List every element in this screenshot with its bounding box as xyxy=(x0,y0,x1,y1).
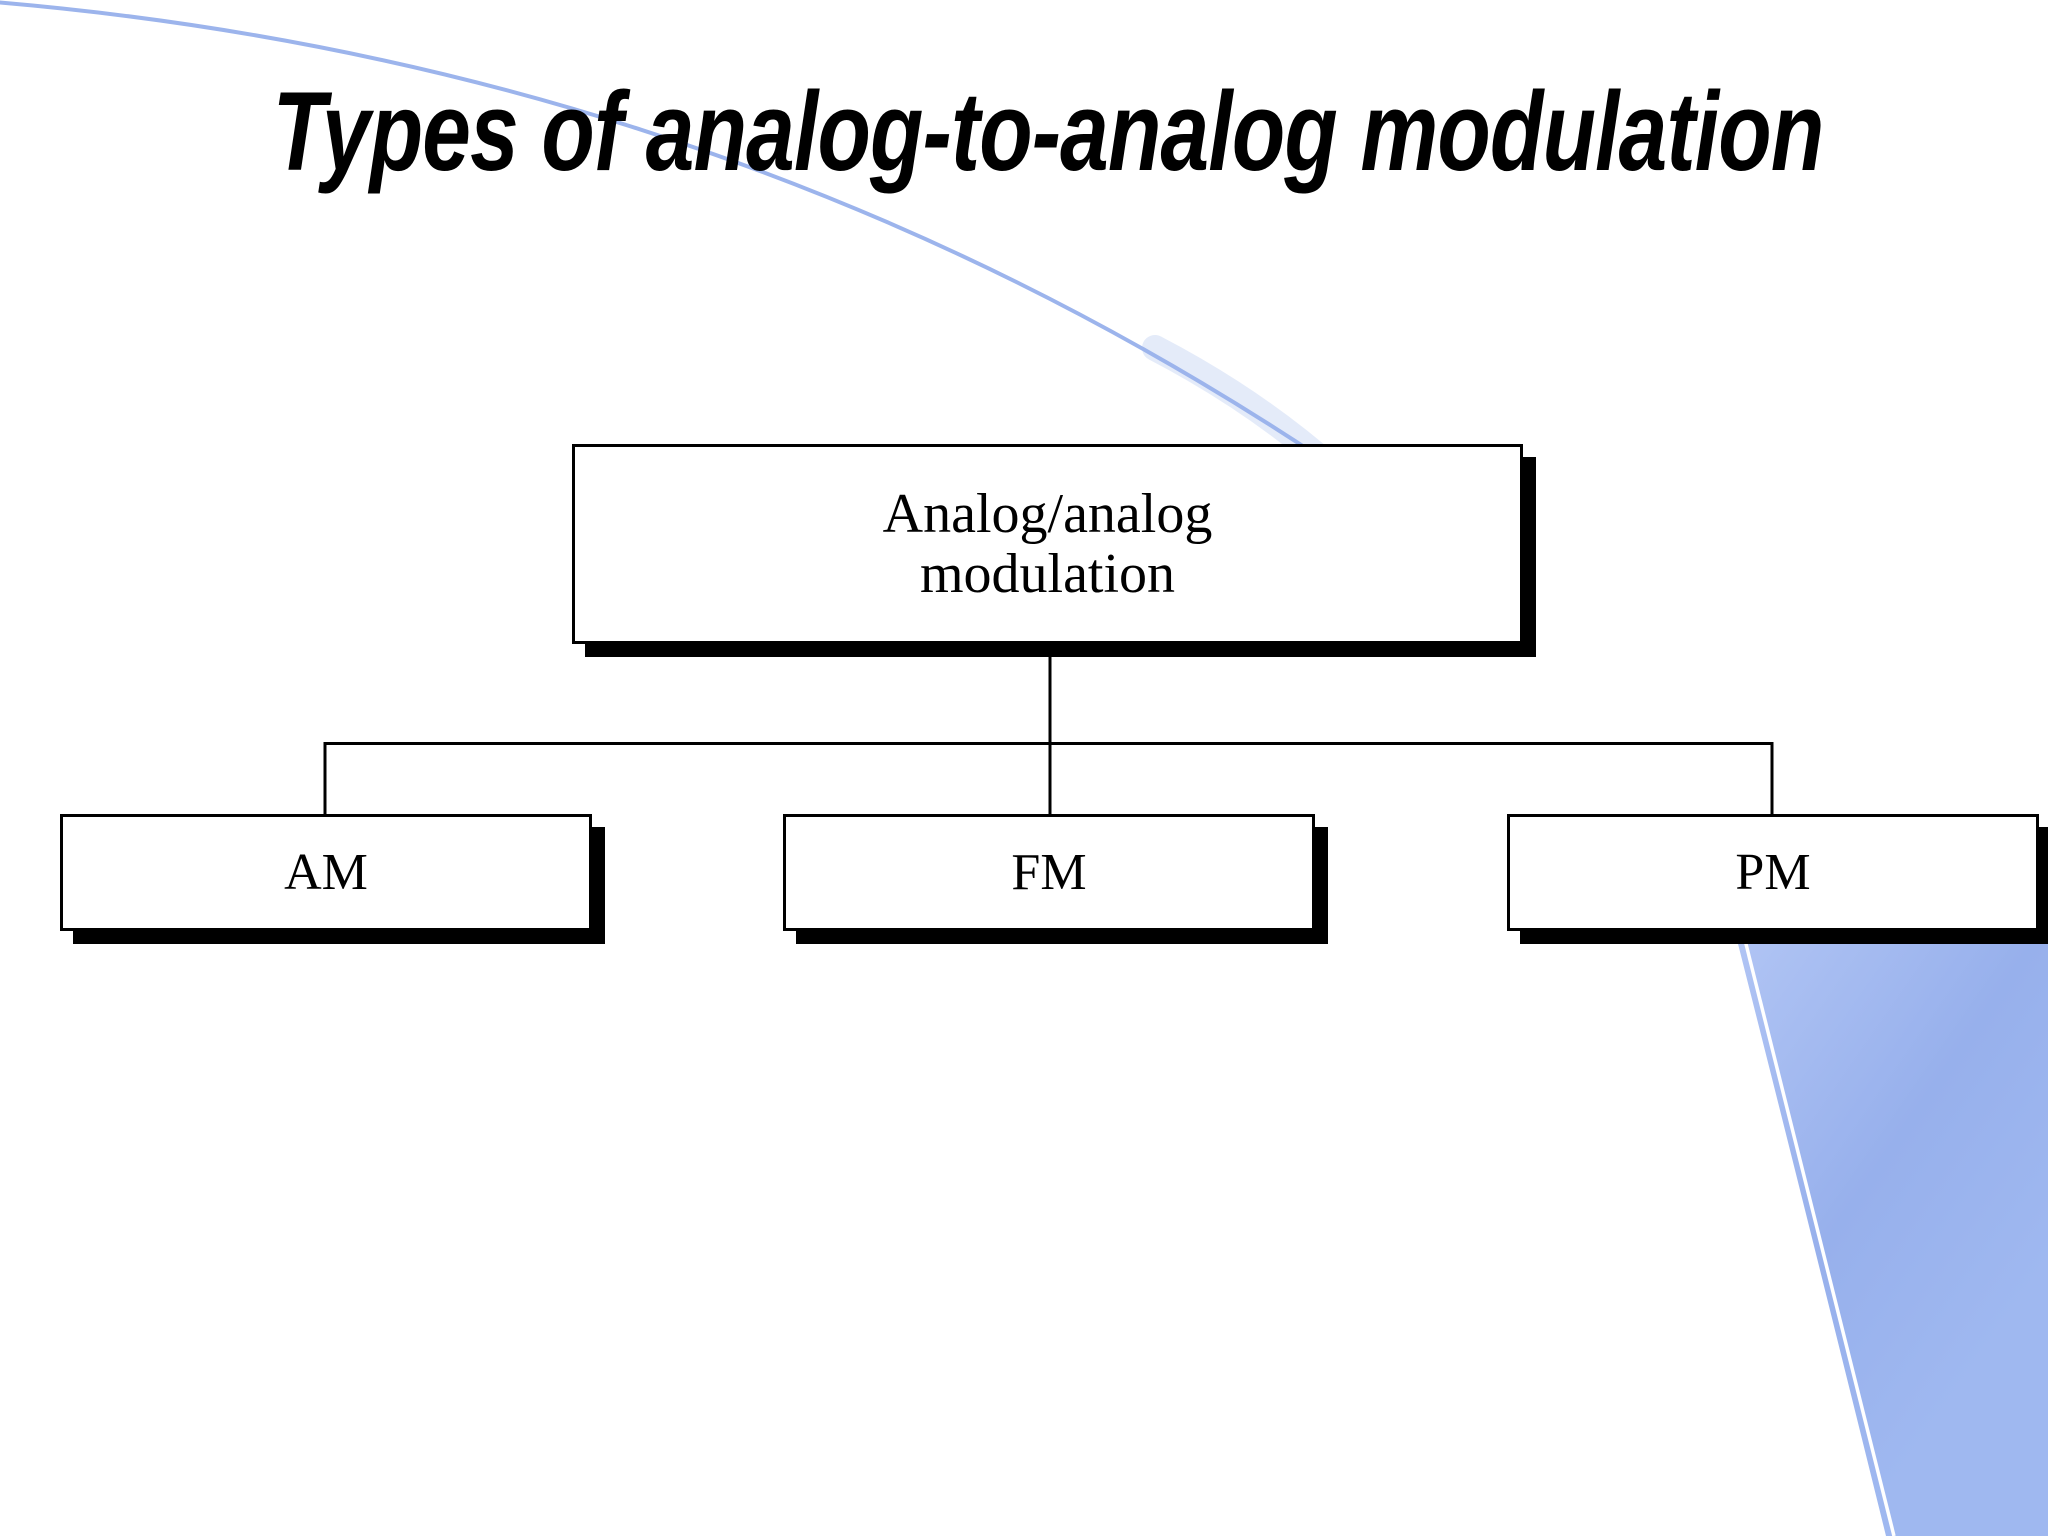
node-pm: PM xyxy=(1507,814,2039,931)
node-am: AM xyxy=(60,814,592,931)
top-arc-line xyxy=(0,0,1326,462)
node-fm-label: FM xyxy=(1011,843,1087,901)
connector-branch-lines xyxy=(323,742,1774,820)
swoosh-inner-white-line xyxy=(1742,935,1896,1536)
node-am-label: AM xyxy=(284,843,368,901)
node-analog-analog-modulation: Analog/analog modulation xyxy=(572,444,1523,644)
root-label-line2: modulation xyxy=(919,543,1176,605)
slide-title: Types of analog-to-analog modulation xyxy=(272,69,1825,194)
node-fm: FM xyxy=(783,814,1315,931)
bottom-right-swoosh-shape xyxy=(1736,936,2048,1536)
root-label-line1: Analog/analog xyxy=(882,483,1213,545)
node-pm-label: PM xyxy=(1735,843,1811,901)
